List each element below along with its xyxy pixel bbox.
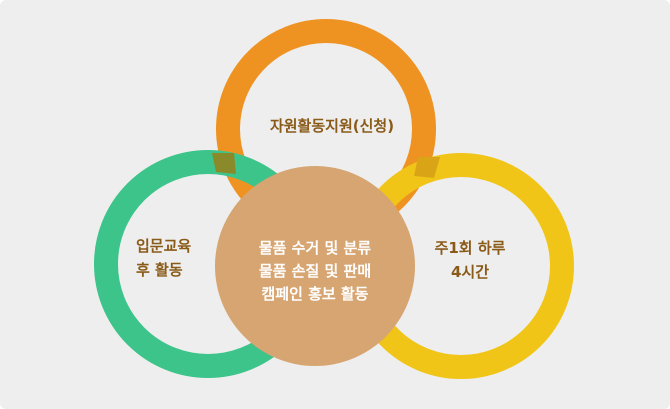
left-label-line-2: 후 활동 [136, 261, 183, 279]
left-circle-label: 입문교육 후 활동 [112, 234, 212, 282]
top-circle-label: 자원활동지원(신청) [242, 114, 422, 138]
top-label-line-1: 자원활동지원(신청) [269, 117, 395, 135]
center-circle-label: 물품 수거 및 분류 물품 손질 및 판매 캠페인 홍보 활동 [215, 237, 415, 306]
left-label-line-1: 입문교육 [136, 237, 192, 255]
center-label-line-3: 캠페인 홍보 활동 [261, 285, 369, 303]
right-label-line-2: 4시간 [450, 263, 490, 281]
ring-overlaps [212, 153, 440, 178]
overlap-orange-green [212, 153, 236, 174]
overlap-orange-yellow [414, 157, 440, 178]
right-label-line-1: 주1회 하루 [434, 239, 506, 257]
center-label-line-2: 물품 손질 및 판매 [258, 262, 372, 280]
center-circle [215, 166, 415, 366]
right-circle-label: 주1회 하루 4시간 [410, 236, 530, 284]
center-label-line-1: 물품 수거 및 분류 [258, 239, 372, 257]
